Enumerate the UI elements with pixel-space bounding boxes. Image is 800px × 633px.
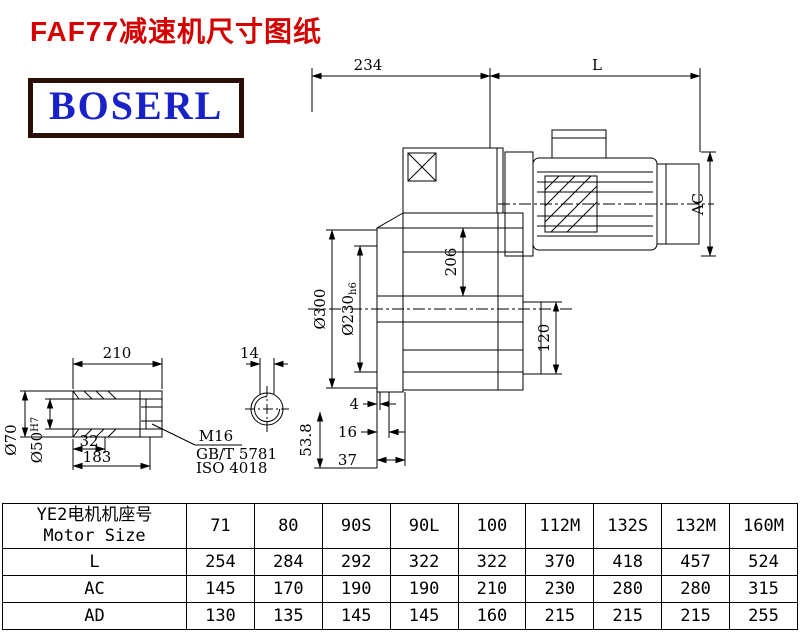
col-header-90s: 90S	[321, 503, 391, 549]
motor-size-header-cell: YE2电机机座号 Motor Size	[2, 503, 187, 549]
shaft-detail	[20, 358, 163, 470]
dim-53-8-label: 53.8	[297, 423, 315, 456]
boserl-logo-text: BOSERL	[49, 83, 224, 128]
col-header-100: 100	[457, 503, 527, 549]
page-title: FAF77减速机尺寸图纸	[30, 16, 323, 47]
table-cell: 190	[389, 575, 459, 603]
standard-gb-label: GB/T 5781	[196, 445, 277, 463]
dim-120-label: 120	[535, 324, 553, 353]
table-cell: 215	[593, 602, 663, 630]
table-cell: 190	[321, 575, 391, 603]
dim-flange-od-label: Ø300	[311, 289, 329, 330]
dim-183-label: 183	[83, 448, 112, 466]
table-cell: 160	[457, 602, 527, 630]
table-row-AD: AD 130 135 145 145 160 215 215 215 255	[2, 602, 798, 630]
table-cell: 170	[253, 575, 323, 603]
bottom-dimensions	[314, 392, 406, 469]
dim-bore-label: Ø50H7	[28, 417, 46, 463]
col-header-71: 71	[186, 503, 255, 549]
col-header-90l: 90L	[389, 503, 459, 549]
dim-234-label: 234	[354, 56, 383, 74]
table-cell: 524	[729, 548, 798, 576]
table-cell: 322	[389, 548, 459, 576]
table-cell: 145	[389, 602, 459, 630]
table-cell: 145	[186, 575, 255, 603]
row-label-L: L	[2, 548, 187, 576]
shaft-end-view	[245, 358, 289, 432]
col-header-132s: 132S	[593, 503, 663, 549]
dim-37-label: 37	[338, 451, 357, 469]
thread-m16-label: M16	[199, 427, 233, 445]
dim-spigot-value: Ø230	[339, 295, 357, 336]
table-cell: 210	[457, 575, 527, 603]
table-cell: 145	[321, 602, 391, 630]
table-cell: 418	[593, 548, 663, 576]
header-en: Motor Size	[43, 526, 146, 546]
dim-AC-label: AC	[689, 193, 707, 216]
top-dimensions	[311, 68, 701, 152]
table-cell: 135	[253, 602, 323, 630]
table-header-row: YE2电机机座号 Motor Size 71 80 90S 90L 100 11…	[2, 503, 798, 549]
table-cell: 284	[253, 548, 323, 576]
dim-shaft-od-label: Ø70	[2, 424, 20, 455]
row-label-AC: AC	[2, 575, 187, 603]
dim-210-label: 210	[103, 344, 132, 362]
dim-bore-value: Ø50	[28, 432, 46, 463]
motor-size-table: YE2电机机座号 Motor Size 71 80 90S 90L 100 11…	[2, 503, 798, 630]
col-header-160m: 160M	[729, 503, 798, 549]
dim-32-label: 32	[79, 432, 98, 450]
row-label-AD: AD	[2, 602, 187, 630]
dim-206-label: 206	[442, 248, 460, 277]
motor-assembly	[498, 129, 716, 257]
dim-spigot-label: Ø230h6	[339, 282, 359, 336]
table-cell: 255	[729, 602, 798, 630]
dim-spigot-tolerance: h6	[348, 282, 359, 295]
table-cell: 292	[321, 548, 391, 576]
table-cell: 280	[593, 575, 663, 603]
table-cell: 457	[661, 548, 730, 576]
table-cell: 315	[729, 575, 798, 603]
col-header-80: 80	[253, 503, 323, 549]
boserl-logo: BOSERL	[28, 78, 245, 138]
dimension-drawing: 234 L AC 206 Ø300 Ø230h6 120 4 16 37 53.…	[2, 56, 716, 477]
table-cell: 130	[186, 602, 255, 630]
dim-L-label: L	[592, 56, 602, 74]
dim-16-label: 16	[338, 423, 357, 441]
table-cell: 280	[661, 575, 730, 603]
dim-bore-tolerance: H7	[30, 417, 41, 432]
fastener-leader	[151, 423, 242, 446]
col-header-132m: 132M	[661, 503, 730, 549]
gearbox-housing	[308, 147, 572, 393]
standard-iso-label: ISO 4018	[196, 459, 267, 477]
flange-dimensions	[326, 229, 377, 389]
dim-4-label: 4	[349, 395, 359, 413]
header-cn: YE2电机机座号	[36, 505, 153, 525]
table-cell: 370	[525, 548, 595, 576]
table-row-L: L 254 284 292 322 322 370 418 457 524	[2, 548, 798, 576]
table-cell: 215	[661, 602, 730, 630]
table-cell: 215	[525, 602, 595, 630]
table-cell: 254	[186, 548, 255, 576]
col-header-112m: 112M	[525, 503, 595, 549]
table-cell: 230	[525, 575, 595, 603]
table-row-AC: AC 145 170 190 190 210 230 280 280 315	[2, 575, 798, 603]
table-cell: 322	[457, 548, 527, 576]
dim-14-label: 14	[240, 344, 259, 362]
